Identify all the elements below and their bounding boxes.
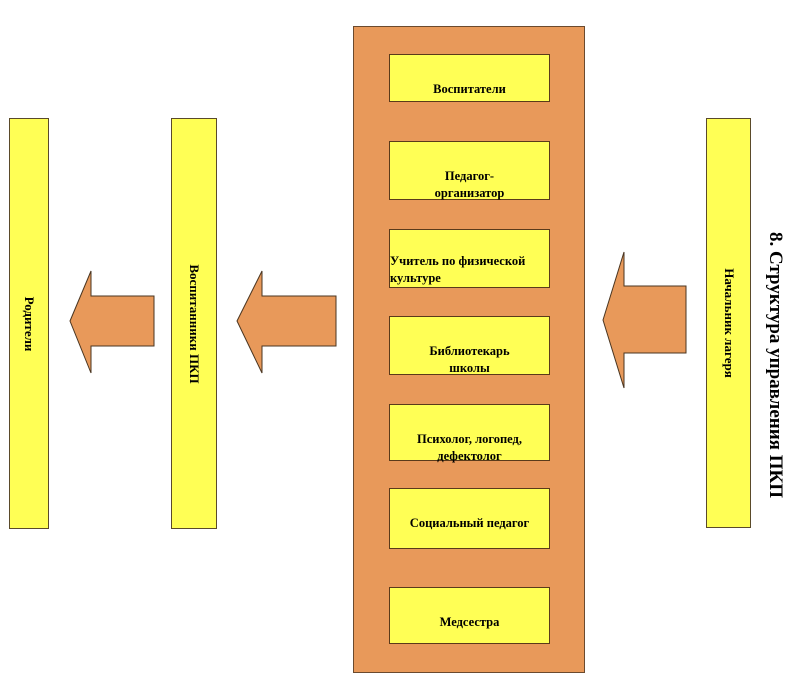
parents-column: Родители <box>9 118 49 529</box>
staff-label: Воспитатели <box>433 82 506 96</box>
staff-label: Психолог, логопед, дефектолог <box>416 432 523 463</box>
diagram-title: 8. Структура управления ПКП <box>765 231 786 499</box>
staff-box-social-pedagogue: Социальный педагог <box>389 488 550 549</box>
arrow-pupils-to-parents <box>69 270 155 374</box>
staff-box-pe-teacher: Учитель по физической культуре <box>389 229 550 288</box>
staff-box-psychologist: Психолог, логопед, дефектолог <box>389 404 550 463</box>
staff-box-educators: Воспитатели <box>389 54 550 102</box>
staff-label: Социальный педагог <box>409 516 530 530</box>
staff-label: Библиотекарь школы <box>429 344 510 375</box>
staff-box-nurse: Медсестра <box>389 587 550 644</box>
staff-box-pedagogue-organizer: Педагог- организатор <box>389 141 550 200</box>
pupils-column: Воспитанники ПКП <box>171 118 217 529</box>
staff-panel: Воспитатели Педагог- организатор Учитель… <box>353 26 585 673</box>
staff-box-librarian: Библиотекарь школы <box>389 316 550 375</box>
staff-label: Учитель по физической культуре <box>390 254 526 285</box>
head-column: Начальник лагеря <box>706 118 751 528</box>
arrow-staff-to-pupils <box>236 270 337 374</box>
staff-label: Медсестра <box>439 615 500 629</box>
arrow-head-to-staff <box>602 251 687 389</box>
staff-label: Педагог- организатор <box>434 169 505 200</box>
